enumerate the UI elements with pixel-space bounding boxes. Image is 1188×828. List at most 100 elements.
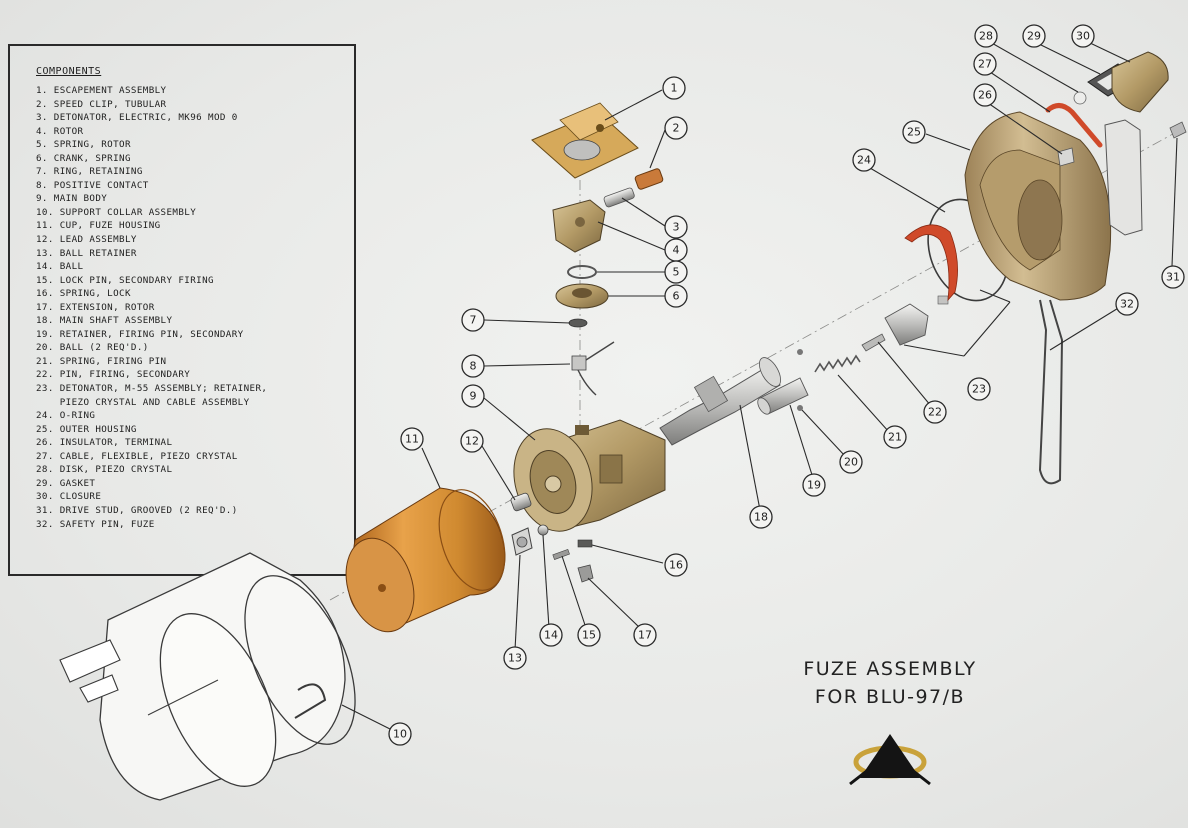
components-legend: COMPONENTS 1. ESCAPEMENT ASSEMBLY 2. SPE… [8,44,356,576]
callout-bubble: 29 [1022,24,1046,48]
positive-contact-part [571,341,615,396]
legend-item: 2. SPEED CLIP, TUBULAR [36,98,167,110]
legend-item: 1. ESCAPEMENT ASSEMBLY [36,85,167,96]
legend-item: 29. GASKET [36,477,96,489]
detonator-electric-part [603,187,635,208]
callout-number: 17 [638,629,652,642]
callout-bubble: 11 [400,427,424,451]
safety-pin-part [1038,299,1064,485]
legend-item: 27. CABLE, FLEXIBLE, PIEZO CRYSTAL [36,450,238,462]
outer-housing-part [964,111,1112,301]
title-line-2: FOR BLU-97/B [814,686,966,708]
callout-number: 30 [1076,30,1090,43]
closure-part [1111,51,1169,113]
callout-bubble: 10 [388,722,412,746]
legend-item: 22. PIN, FIRING, SECONDARY [36,369,191,381]
legend-item: 4. ROTOR [36,125,84,137]
main-shaft-assembly-part [659,357,781,446]
callout-bubble: 32 [1115,292,1139,316]
legend-item: 18. MAIN SHAFT ASSEMBLY [36,315,173,327]
callout-bubble: 24 [852,148,876,172]
callout-number: 18 [754,511,768,524]
callout-bubble: 17 [633,623,657,647]
legend-item: 13. BALL RETAINER [36,247,137,259]
legend-item: 3. DETONATOR, ELECTRIC, MK96 MOD 0 [36,112,238,124]
detonator-m55-assembly-part [884,289,1011,357]
callout-bubble: 4 [664,238,688,262]
firing-pin-retainer-part [757,377,809,415]
callout-bubble: 22 [923,400,947,424]
manufacturer-logo [849,734,931,786]
callout-number: 7 [470,314,477,327]
legend-item: 5. SPRING, ROTOR [36,139,131,151]
legend-item: 30. CLOSURE [36,491,102,503]
legend-item: 6. CRANK, SPRING [36,152,131,164]
legend-list: 1. ESCAPEMENT ASSEMBLY 2. SPEED CLIP, TU… [36,84,267,531]
lock-spring-part [577,539,593,548]
callout-bubble: 18 [749,505,773,529]
retaining-ring-part [568,318,588,328]
terminal-insulator-part [1057,147,1075,167]
lead-assembly-part [510,492,532,512]
callout-number: 28 [979,30,993,43]
escapement-assembly-part [531,102,639,179]
callout-number: 5 [673,266,680,279]
legend-item: 7. RING, RETAINING [36,166,143,178]
mounting-bracket-part [1104,119,1143,236]
speed-clip-part [634,168,664,190]
callout-bubble: 26 [973,83,997,107]
lock-pin-part [552,548,570,560]
legend-item: 16. SPRING, LOCK [36,288,131,300]
piezo-cable-lower-part [904,224,958,302]
callout-number: 24 [857,154,871,167]
callout-number: 25 [907,126,921,139]
callout-number: 20 [844,456,858,469]
legend-item: 15. LOCK PIN, SECONDARY FIRING [36,274,214,286]
callout-bubble: 23 [967,377,991,401]
callout-bubble: 27 [973,52,997,76]
drive-stud-part [1169,121,1187,139]
callout-number: 9 [470,390,477,403]
callout-bubble: 31 [1161,265,1185,289]
callout-number: 6 [673,290,680,303]
callout-bubble: 21 [883,425,907,449]
callout-bubble: 3 [664,215,688,239]
callout-bubble: 14 [539,623,563,647]
callout-bubble: 1 [662,76,686,100]
ball-part [797,405,803,411]
legend-item: 17. EXTENSION, ROTOR [36,301,155,313]
callout-number: 12 [465,435,479,448]
rotor-spring-part [567,265,597,279]
callout-number: 21 [888,431,902,444]
leader-lines [341,41,1178,734]
legend-item: 26. INSULATOR, TERMINAL [36,437,173,449]
support-collar-part [59,552,356,801]
callout-bubble: 25 [902,120,926,144]
ball-retainer-part [511,527,533,556]
legend-item: 12. LEAD ASSEMBLY [36,234,137,246]
legend-item: 24. O-RING [36,410,96,422]
callout-bubble: 6 [664,284,688,308]
main-body-part [513,419,666,532]
callout-number: 31 [1166,271,1180,284]
legend-item: 9. MAIN BODY [36,193,108,205]
callout-number: 4 [673,244,680,257]
spring-crank-part [555,283,609,309]
legend-item: 21. SPRING, FIRING PIN [36,355,167,367]
rotor-part [552,199,606,253]
ball-part [537,524,549,536]
callout-bubble: 13 [503,646,527,670]
legend-item: 14. BALL [36,261,84,273]
callout-bubble: 7 [461,308,485,332]
legend-item: 8. POSITIVE CONTACT [36,179,149,191]
firing-pin-spring-part [814,354,861,373]
legend-item: 28. DISK, PIEZO CRYSTAL [36,464,173,476]
callout-bubble: 8 [461,354,485,378]
callout-number: 14 [544,629,558,642]
callout-number: 15 [582,629,596,642]
drawing-title: FUZE ASSEMBLY FOR BLU-97/B [770,655,1010,711]
legend-item: 20. BALL (2 REQ'D.) [36,342,149,354]
callout-number: 16 [669,559,683,572]
callout-bubble: 12 [460,429,484,453]
